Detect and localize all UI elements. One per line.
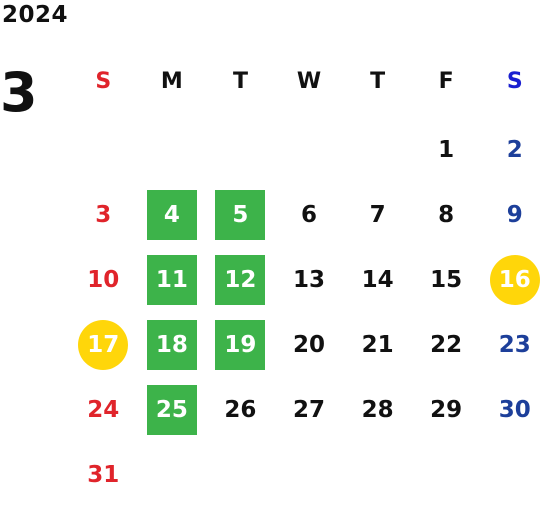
day-cell: 28	[343, 377, 412, 442]
day-number[interactable]: 29	[430, 396, 463, 423]
day-number[interactable]: 1	[438, 136, 455, 163]
day-cell	[343, 442, 412, 507]
weekday-header-wednesday: W	[296, 68, 322, 94]
highlighted-day[interactable]: 19	[215, 319, 266, 370]
day-number[interactable]: 13	[293, 266, 326, 293]
day-number[interactable]: 24	[87, 396, 120, 423]
day-cell: 2	[480, 117, 548, 182]
day-cell: 16	[480, 247, 548, 312]
day-cell: 14	[343, 247, 412, 312]
highlighted-day[interactable]: 4	[146, 189, 197, 240]
highlighted-day[interactable]: 25	[146, 384, 197, 435]
weekday-header-monday: M	[160, 68, 183, 94]
day-number[interactable]: 15	[430, 266, 463, 293]
day-number[interactable]: 7	[369, 201, 386, 228]
day-cell: 25	[138, 377, 207, 442]
day-cell: 22	[412, 312, 481, 377]
day-cell	[206, 117, 275, 182]
day-number[interactable]: 9	[506, 201, 523, 228]
day-cell: 26	[206, 377, 275, 442]
day-cell: 7	[343, 182, 412, 247]
weekday-header-tuesday: T	[232, 68, 248, 94]
day-cell: 11	[138, 247, 207, 312]
weekday-header-friday: F	[438, 68, 454, 94]
highlighted-day[interactable]: 5	[215, 189, 266, 240]
day-cell: 27	[275, 377, 344, 442]
month-label: 3	[0, 61, 38, 124]
day-number[interactable]: 10	[87, 266, 120, 293]
day-cell	[480, 442, 548, 507]
day-cell: 17	[69, 312, 138, 377]
day-cell: 8	[412, 182, 481, 247]
holiday-day[interactable]: 17	[78, 319, 129, 370]
week-row: 17 18 19 20 21 22 23	[69, 312, 548, 377]
day-number[interactable]: 23	[498, 331, 531, 358]
day-number[interactable]: 22	[430, 331, 463, 358]
day-cell: 30	[480, 377, 548, 442]
day-cell: 5	[206, 182, 275, 247]
day-number[interactable]: 27	[293, 396, 326, 423]
day-cell: 6	[275, 182, 344, 247]
day-number[interactable]: 30	[498, 396, 531, 423]
day-number[interactable]: 21	[361, 331, 394, 358]
day-cell	[343, 117, 412, 182]
highlighted-day[interactable]: 18	[146, 319, 197, 370]
day-cell: 18	[138, 312, 207, 377]
day-number[interactable]: 20	[293, 331, 326, 358]
day-cell: 4	[138, 182, 207, 247]
day-cell: 23	[480, 312, 548, 377]
day-cell	[138, 442, 207, 507]
day-cell: 19	[206, 312, 275, 377]
week-row: 10 11 12 13 14 15 16	[69, 247, 548, 312]
highlighted-day[interactable]: 11	[146, 254, 197, 305]
day-number[interactable]: 3	[95, 201, 112, 228]
year-label: 2024	[2, 2, 69, 28]
weekday-header-sunday: S	[95, 68, 112, 94]
day-number[interactable]: 6	[301, 201, 318, 228]
day-cell: 20	[275, 312, 344, 377]
day-number[interactable]: 28	[361, 396, 394, 423]
day-cell	[138, 117, 207, 182]
day-number[interactable]: 26	[224, 396, 257, 423]
week-row: 31	[69, 442, 548, 507]
day-cell	[412, 442, 481, 507]
day-cell: 31	[69, 442, 138, 507]
week-row: 24 25 26 27 28 29 30	[69, 377, 548, 442]
day-cell	[275, 117, 344, 182]
highlighted-day[interactable]: 12	[215, 254, 266, 305]
day-cell: 3	[69, 182, 138, 247]
day-cell: 10	[69, 247, 138, 312]
day-number[interactable]: 2	[506, 136, 523, 163]
day-cell: 15	[412, 247, 481, 312]
day-cell	[206, 442, 275, 507]
day-cell: 12	[206, 247, 275, 312]
weekday-header-saturday: S	[506, 68, 523, 94]
day-cell: 9	[480, 182, 548, 247]
holiday-day[interactable]: 16	[489, 254, 540, 305]
day-cell: 1	[412, 117, 481, 182]
day-number[interactable]: 8	[438, 201, 455, 228]
day-number[interactable]: 14	[361, 266, 394, 293]
day-cell	[275, 442, 344, 507]
day-number[interactable]: 31	[87, 461, 120, 488]
day-cell: 21	[343, 312, 412, 377]
day-cell	[69, 117, 138, 182]
day-cell: 13	[275, 247, 344, 312]
weekday-header-thursday: T	[370, 68, 386, 94]
day-cell: 29	[412, 377, 481, 442]
day-cell: 24	[69, 377, 138, 442]
